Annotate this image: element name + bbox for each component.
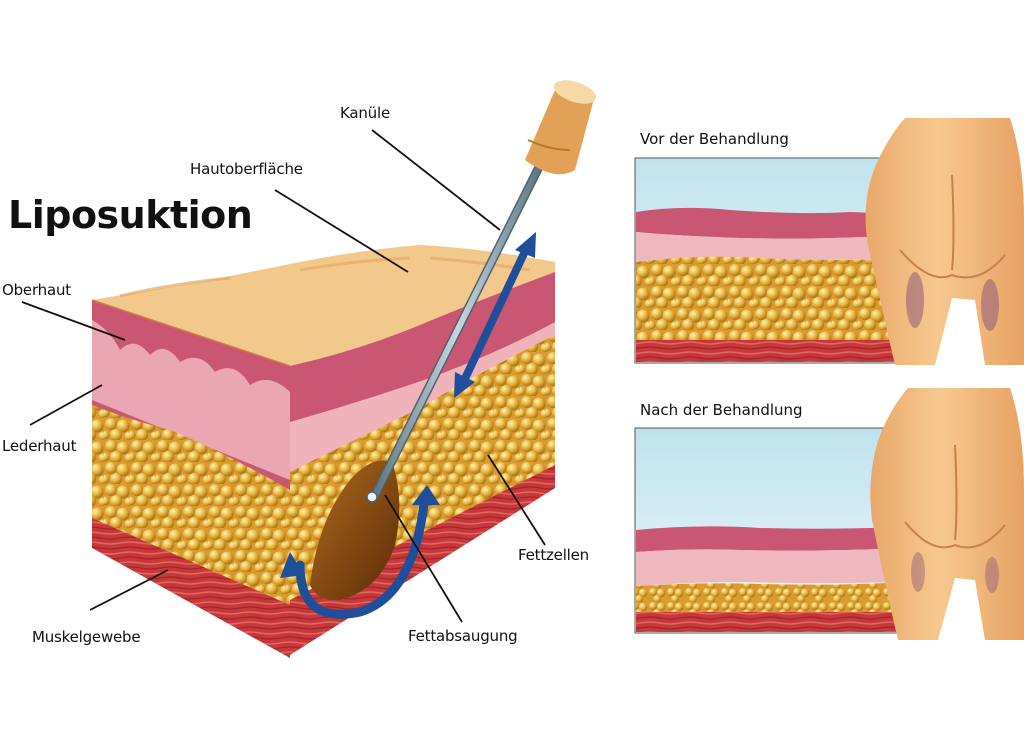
label-lederhaut: Lederhaut xyxy=(2,437,77,455)
panel-title-after: Nach der Behandlung xyxy=(640,401,803,419)
arrow-heads xyxy=(280,232,536,578)
label-oberhaut: Oberhaut xyxy=(2,281,71,299)
label-fettzellen: Fettzellen xyxy=(518,546,589,564)
skin-surface xyxy=(92,245,555,366)
cannula-handle xyxy=(525,86,595,175)
cannula xyxy=(366,80,597,503)
label-hautoberflaeche: Hautoberfläche xyxy=(190,160,303,178)
before-panel xyxy=(634,157,906,364)
label-kanuele: Kanüle xyxy=(340,104,390,122)
after-panel xyxy=(634,427,906,634)
diagram-title: Liposuktion xyxy=(8,193,253,237)
muscle-layer-front xyxy=(92,518,290,658)
after-fat-layer xyxy=(636,582,905,612)
panel-title-before: Vor der Behandlung xyxy=(640,130,789,148)
fat-layer-front xyxy=(92,405,290,605)
back-forth-arrow xyxy=(458,241,532,389)
before-fat-layer xyxy=(636,256,905,340)
leader-lines xyxy=(21,129,546,623)
body-figure-before xyxy=(865,118,1024,365)
body-figure-after xyxy=(870,388,1024,640)
skin-block xyxy=(91,245,555,658)
label-fettabsaugung: Fettabsaugung xyxy=(408,627,518,645)
label-muskelgewebe: Muskelgewebe xyxy=(32,628,141,646)
